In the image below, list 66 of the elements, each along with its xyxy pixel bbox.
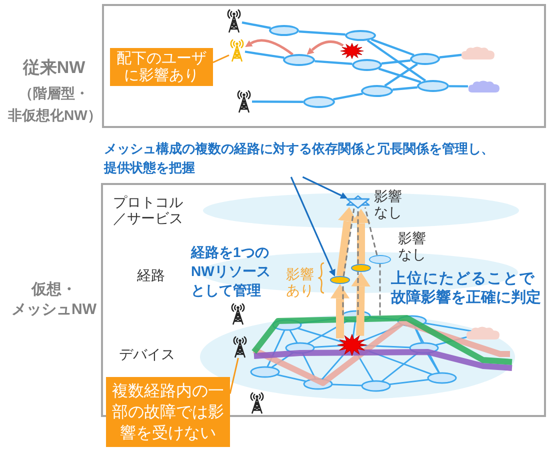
- network-node: [269, 25, 299, 36]
- connector-line: [366, 40, 426, 82]
- failure-burst-icon: [340, 43, 364, 59]
- panel-subtitle: （階層型・非仮想化NW）: [8, 84, 100, 125]
- arrow: [244, 39, 294, 56]
- connector-line: [381, 59, 411, 65]
- radio-tower-icon: [249, 392, 265, 414]
- status-note: 影響なし: [374, 188, 403, 222]
- status-note: 影響なし: [398, 230, 427, 264]
- connector-line: [449, 85, 468, 88]
- layer-label: 経路: [136, 267, 166, 285]
- impact-arrow: [354, 208, 368, 264]
- annotation-text: 経路を1つのNWリソースとして管理: [191, 243, 272, 300]
- network-node: [410, 53, 440, 65]
- radio-tower-icon: [229, 39, 245, 62]
- impact-arrow: [332, 284, 348, 338]
- connector-line: [378, 68, 422, 84]
- layer-label: プロトコル／サービス: [113, 194, 184, 228]
- connector-line: [252, 100, 303, 103]
- callout-note: 配下のユーザに影響あり: [110, 48, 213, 86]
- layer-label: デバイス: [118, 346, 176, 364]
- connector-line: [314, 60, 352, 65]
- leader-line: [212, 54, 230, 64]
- dependency-line: [357, 209, 359, 264]
- dependency-line: [342, 208, 355, 276]
- dependency-line: [364, 207, 378, 256]
- panel-title: 従来NW: [22, 57, 86, 79]
- network-node: [352, 59, 382, 71]
- status-note: 影響あり: [286, 266, 315, 298]
- leader-line: [229, 358, 239, 394]
- radio-tower-icon: [230, 303, 246, 325]
- failure-burst-icon: [337, 334, 367, 356]
- annotation-text: 上位にたどることで故障影響を正確に判定: [391, 269, 542, 308]
- arrow: [306, 40, 344, 55]
- connector-line: [242, 21, 271, 30]
- arrow: [302, 176, 348, 199]
- route-node: [330, 276, 350, 284]
- route-node: [369, 255, 391, 264]
- radio-tower-icon: [232, 336, 248, 358]
- panel-title: 仮想・メッシュNW: [10, 280, 98, 320]
- impact-arrow: [336, 206, 355, 276]
- network-node: [345, 30, 376, 41]
- route-node: [351, 264, 371, 272]
- cloud-icon: [468, 80, 500, 93]
- star-icon: [346, 195, 370, 209]
- dependency-line: [342, 284, 344, 316]
- network-node: [361, 85, 393, 97]
- annotation-text: メッシュ構成の複数の経路に対する依存関係と冗長関係を管理し、提供状態を把握: [104, 139, 536, 177]
- radio-tower-icon: [236, 90, 252, 113]
- connector-line: [333, 92, 363, 100]
- network-node: [417, 80, 449, 92]
- radio-tower-icon: [226, 9, 242, 33]
- connector-line: [370, 38, 414, 56]
- dependency-line: [379, 264, 381, 316]
- connector-line: [392, 86, 418, 91]
- impact-arrow: [354, 272, 368, 336]
- connector-line: [244, 50, 284, 59]
- connector-line: [439, 54, 462, 58]
- connector-line: [384, 63, 418, 87]
- network-node: [303, 96, 335, 108]
- network-node: [283, 54, 315, 66]
- dependency-line: [357, 272, 359, 315]
- connector-line: [298, 30, 346, 36]
- arrow: [290, 176, 336, 276]
- cloud-icon: [461, 46, 495, 60]
- callout-note: 複数経路内の一部の故障では影響を受けない: [106, 377, 230, 447]
